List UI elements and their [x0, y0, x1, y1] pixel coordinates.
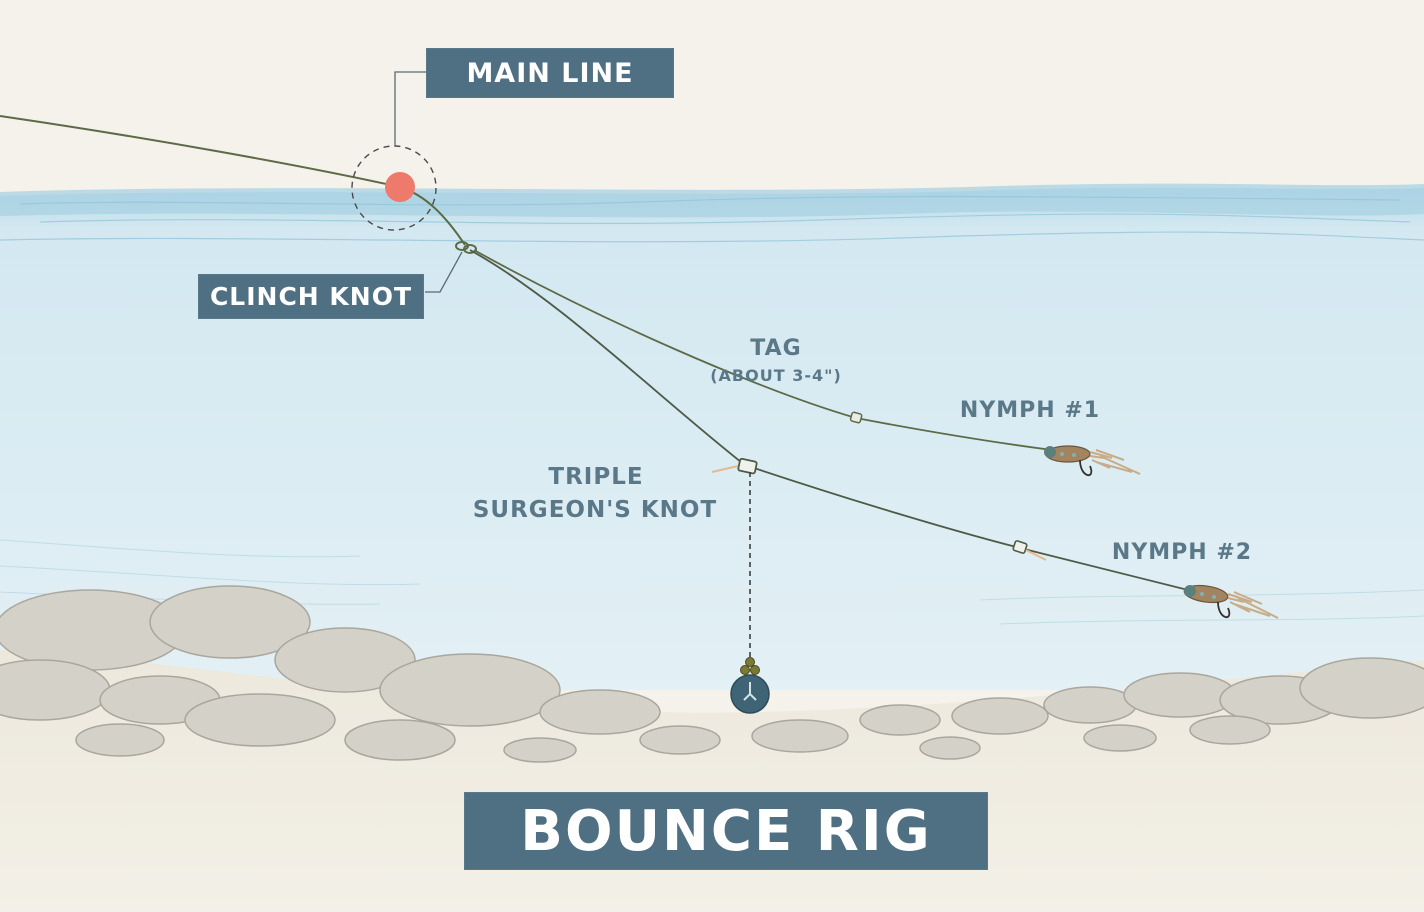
clinch-knot-label: CLINCH KNOT — [198, 274, 424, 319]
nymph-1-label: NYMPH #1 — [959, 398, 1101, 423]
water-surface-streaks — [0, 195, 1424, 243]
tippet-knot — [1012, 540, 1028, 554]
surgeons-knot-tag-end — [711, 465, 739, 473]
nymph-1-fly — [1044, 445, 1141, 476]
indicator-dashed-ring — [351, 145, 437, 231]
water-surface — [0, 183, 1424, 218]
nymph-2-label: NYMPH #2 — [1111, 540, 1253, 565]
leader-line — [469, 249, 747, 467]
surgeons-knot-label: SURGEON'S KNOT — [472, 497, 718, 523]
clinch-knot — [455, 241, 477, 254]
tag-length-label: (ABOUT 3-4") — [710, 366, 842, 385]
triple-surgeons-knot — [737, 457, 758, 475]
riverbed-rocks — [0, 585, 1424, 763]
nymph-2-fly — [1183, 584, 1279, 619]
main-line-callout-leader — [394, 71, 426, 146]
sinker-swivel — [740, 657, 760, 675]
clinch-knot-callout-leader — [425, 251, 463, 293]
triple-label: TRIPLE — [548, 464, 644, 490]
tag-knot — [849, 411, 863, 424]
main-line-label: MAIN LINE — [426, 48, 674, 98]
tag-label: TAG — [750, 336, 802, 361]
diagram-title: BOUNCE RIG — [464, 792, 988, 870]
tag-line — [473, 249, 1053, 451]
strike-indicator — [385, 172, 415, 202]
main-line — [0, 115, 466, 246]
tippet-knot-tag-end — [1025, 549, 1047, 561]
sinker-pinch — [743, 682, 757, 701]
